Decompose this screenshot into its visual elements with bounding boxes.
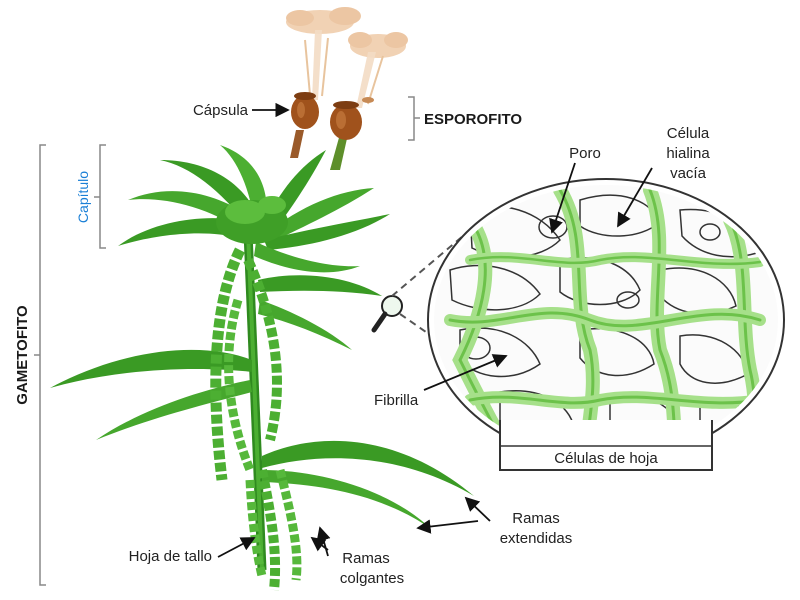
label-celulas-de-hoja: Células de hoja xyxy=(554,450,658,467)
capsule-right xyxy=(330,101,362,140)
zoom-line-top xyxy=(391,229,471,297)
label-capsula: Cápsula xyxy=(193,102,249,119)
label-fibrilla: Fibrilla xyxy=(374,392,419,409)
label-poro: Poro xyxy=(569,145,601,162)
hanging-branches xyxy=(210,247,302,591)
leaf-cells-detail xyxy=(427,178,785,471)
arrows xyxy=(217,102,653,558)
gametofito-bracket xyxy=(39,144,46,586)
brackets xyxy=(34,96,420,586)
esporofito-bracket xyxy=(408,96,415,141)
gametophyte-plant xyxy=(50,145,474,591)
label-ramas-colgantes-line1: Ramas xyxy=(342,550,390,567)
capsule-left xyxy=(291,92,319,129)
label-esporofito: ESPOROFITO xyxy=(424,111,522,128)
label-celula-hialina-line3: vacía xyxy=(670,165,707,182)
label-ramas-extendidas-line1: Ramas xyxy=(512,510,560,527)
capitulum xyxy=(118,145,390,273)
spore-cloud-left xyxy=(286,7,361,100)
magnifier-icon xyxy=(371,295,403,333)
capitulo-bracket xyxy=(99,144,106,249)
label-capitulo: Capítulo xyxy=(75,171,91,223)
label-ramas-colgantes-line2: colgantes xyxy=(340,570,404,587)
sporophyte xyxy=(286,7,408,170)
spore-cloud-right xyxy=(348,32,408,108)
label-hoja-de-tallo: Hoja de tallo xyxy=(129,548,212,565)
label-ramas-extendidas-line2: extendidas xyxy=(500,530,573,547)
label-celula-hialina-line1: Célula xyxy=(667,125,710,142)
label-gametofito: GAMETOFITO xyxy=(14,305,31,405)
label-celula-hialina-line2: hialina xyxy=(666,145,710,162)
